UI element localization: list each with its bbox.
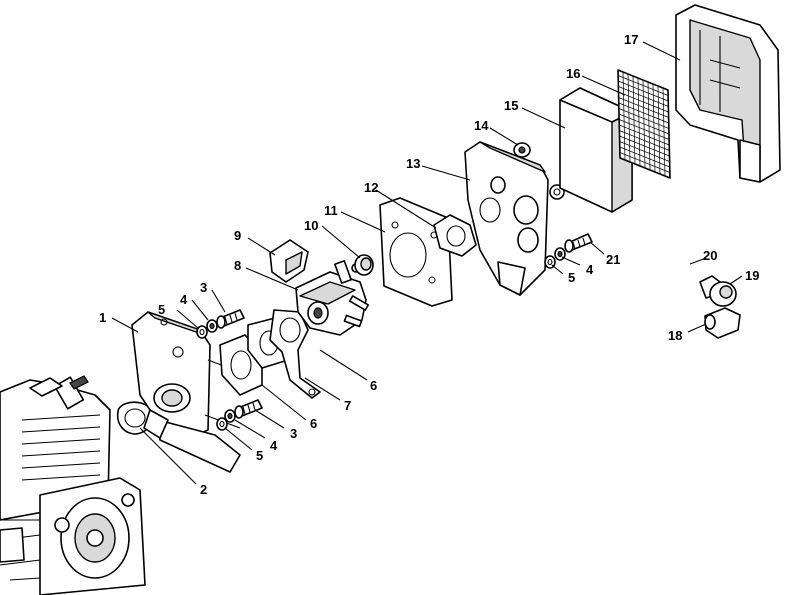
primer-bulb <box>699 275 737 307</box>
manifold-bracket <box>131 311 241 473</box>
callout-6-right: 6 <box>370 378 377 393</box>
callout-13: 13 <box>406 156 420 171</box>
callout-1: 1 <box>99 310 106 325</box>
callout-17: 17 <box>624 32 638 47</box>
engine-cylinder <box>0 375 146 595</box>
washer-lower-left <box>224 409 236 423</box>
screw-upper-left <box>216 309 245 329</box>
nut-lower-left <box>216 417 228 431</box>
fuel-hose <box>643 259 691 286</box>
choke-lever <box>269 309 321 399</box>
mesh-screen <box>617 69 671 179</box>
callout-21: 21 <box>606 252 620 267</box>
callout-11: 11 <box>324 203 338 218</box>
callout-16: 16 <box>566 66 580 81</box>
primer-fitting <box>704 307 741 339</box>
callout-14: 14 <box>474 118 489 133</box>
mesh-pattern <box>617 71 671 177</box>
callout-4-right: 4 <box>586 262 594 277</box>
callout-3-lower: 3 <box>290 426 297 441</box>
callout-4-lower: 4 <box>270 438 278 453</box>
filter-element <box>559 87 633 213</box>
callout-18: 18 <box>668 328 682 343</box>
callout-10: 10 <box>304 218 318 233</box>
callout-3-upper: 3 <box>200 280 207 295</box>
callout-12: 12 <box>364 180 378 195</box>
callout-8: 8 <box>234 258 241 273</box>
carb-cap <box>269 239 309 283</box>
grommet <box>354 254 374 276</box>
callout-5-upper: 5 <box>158 302 165 317</box>
screw-21 <box>564 233 593 253</box>
callout-5-right: 5 <box>568 270 575 285</box>
filter-cover <box>675 4 781 183</box>
washer-upper-left <box>206 319 218 333</box>
nut-upper-left <box>196 325 208 339</box>
intake-gasket-plate <box>379 197 453 307</box>
leader-lines <box>111 41 743 485</box>
carburetor <box>295 260 370 336</box>
callout-7: 7 <box>344 398 351 413</box>
callout-20: 20 <box>703 248 717 263</box>
small-gasket <box>433 214 477 257</box>
callout-labels: 1 2 3 3 4 4 4 5 5 5 6 6 7 8 9 10 11 12 1… <box>99 32 759 497</box>
nut-14 <box>513 142 531 158</box>
callout-5-lower: 5 <box>256 448 263 463</box>
callout-19: 19 <box>745 268 759 283</box>
callout-4-upper: 4 <box>180 292 188 307</box>
callout-15: 15 <box>504 98 518 113</box>
screw-lower-left <box>234 399 263 419</box>
callout-6-left: 6 <box>310 416 317 431</box>
air-filter-base <box>464 141 549 296</box>
callout-2: 2 <box>200 482 207 497</box>
callout-9: 9 <box>234 228 241 243</box>
